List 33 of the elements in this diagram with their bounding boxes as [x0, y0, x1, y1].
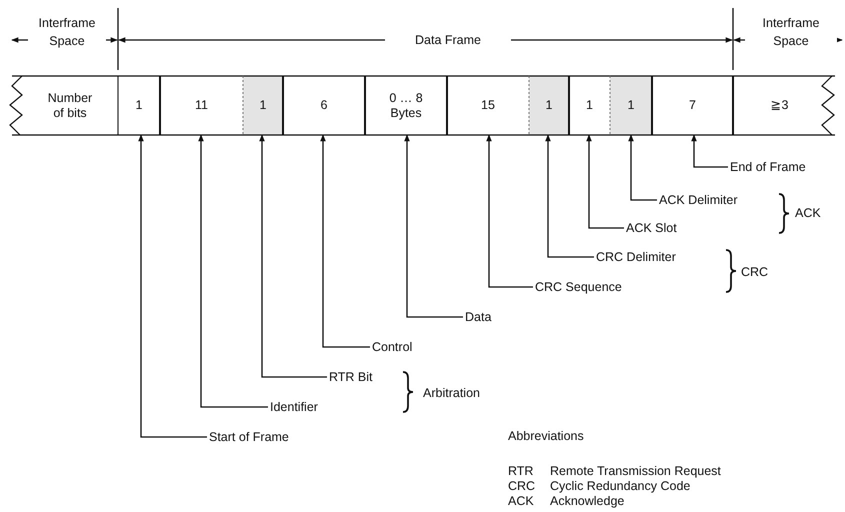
leader-arrow: [259, 134, 327, 378]
leader-arrow: [404, 134, 463, 318]
frame-field: 1: [569, 76, 610, 135]
abbreviation-meaning: Acknowledge: [550, 493, 624, 509]
group-label: CRC: [741, 264, 768, 280]
abbreviation-meaning: Cyclic Redundancy Code: [550, 478, 690, 494]
leader-arrow: [486, 134, 533, 288]
frame-field: 7: [652, 76, 733, 135]
frame-field: 0 … 8 Bytes: [365, 76, 447, 135]
frame-field: 1: [610, 76, 652, 135]
leader-arrow: [586, 134, 624, 229]
frame-field: 11: [160, 76, 243, 135]
group-label: Arbitration: [423, 385, 480, 401]
frame-field: ≧3: [733, 76, 826, 135]
abbreviation: CRC: [508, 478, 536, 494]
group-label: ACK: [795, 205, 821, 221]
heading: Abbreviations: [508, 428, 584, 444]
frame-field: 1: [529, 76, 569, 135]
frame-field: 6: [283, 76, 365, 135]
leader-arrow: [198, 134, 268, 408]
abbreviation: ACK: [508, 493, 534, 509]
frame-field: 1: [118, 76, 160, 135]
leader-arrow: [628, 134, 657, 201]
leader-arrow: [320, 134, 370, 348]
field-label: CRC Sequence: [533, 279, 624, 295]
leader-arrow: [138, 134, 207, 438]
frame-field: 15: [447, 76, 529, 135]
abbreviation: RTR: [508, 463, 534, 479]
leader-arrow: [691, 134, 728, 168]
leader-arrow: [545, 134, 594, 258]
frame-field: 1: [243, 76, 283, 135]
frame-field: Number of bits: [22, 76, 118, 135]
abbreviation-meaning: Remote Transmission Request: [550, 463, 721, 479]
